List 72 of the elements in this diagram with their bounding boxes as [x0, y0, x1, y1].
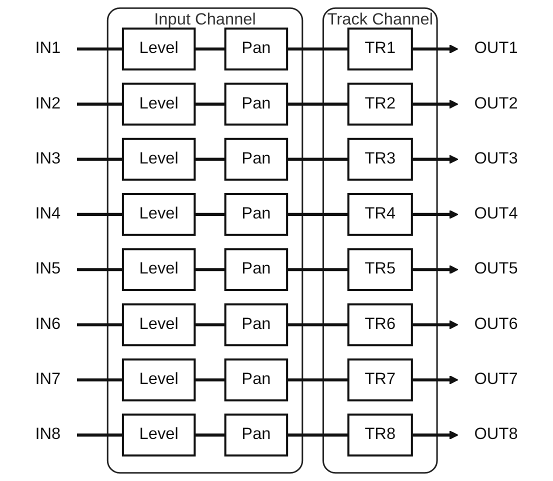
connector [287, 323, 348, 326]
connector [77, 378, 123, 382]
node-text: IN3 [35, 150, 61, 168]
node-box: TR2 [347, 82, 413, 126]
node-box: Level [122, 28, 196, 70]
connector [194, 102, 226, 106]
node-box: Pan [224, 138, 288, 181]
connector [77, 434, 123, 437]
node-box: Pan [224, 82, 288, 126]
node-box: Level [122, 358, 196, 402]
node-box: Level [122, 414, 196, 456]
node-text: OUT1 [474, 40, 518, 58]
connector [194, 378, 226, 382]
node-box: Pan [224, 193, 288, 236]
node-box: TR4 [347, 193, 413, 236]
node-text: IN4 [35, 205, 61, 223]
connector [77, 212, 123, 216]
connector [287, 102, 348, 106]
arrow [412, 100, 458, 109]
connector [77, 102, 123, 106]
arrow [412, 210, 458, 219]
node-text: OUT5 [474, 260, 518, 278]
connector [194, 212, 226, 216]
connector [287, 434, 348, 437]
connector [194, 268, 226, 272]
connector [287, 158, 348, 161]
node-text: OUT4 [474, 205, 518, 223]
node-box: Pan [224, 28, 288, 70]
node-text: IN6 [35, 316, 61, 333]
connector [77, 47, 123, 51]
node-box: TR5 [347, 248, 413, 292]
connector [77, 158, 123, 161]
connector [77, 323, 123, 326]
connector [77, 268, 123, 272]
arrow [412, 430, 458, 440]
node-text: IN8 [35, 426, 61, 444]
node-box: Level [122, 193, 196, 236]
node-box: TR8 [347, 414, 413, 456]
node-text: OUT7 [474, 370, 518, 388]
node-box: Level [122, 82, 196, 126]
node-text: IN7 [35, 370, 61, 388]
node-box: TR7 [347, 358, 413, 402]
node-box: TR1 [347, 28, 413, 70]
node-text: IN2 [35, 94, 61, 112]
node-box: Pan [224, 358, 288, 402]
connector [287, 268, 348, 272]
arrow [412, 154, 458, 164]
arrow [412, 375, 458, 384]
node-box: TR3 [347, 138, 413, 181]
node-box: Level [122, 138, 196, 181]
node-text: IN5 [35, 260, 61, 278]
connector [194, 323, 226, 326]
node-text: OUT6 [474, 316, 518, 333]
connector [287, 378, 348, 382]
node-box: TR6 [347, 303, 413, 346]
connector [194, 47, 226, 51]
connector [194, 434, 226, 437]
node-box: Level [122, 248, 196, 292]
node-box: Level [122, 303, 196, 346]
arrow [412, 320, 458, 330]
connector [287, 47, 348, 51]
node-box: Pan [224, 303, 288, 346]
node-text: OUT8 [474, 426, 518, 444]
arrow [412, 265, 458, 274]
arrow [412, 44, 458, 54]
connector [194, 158, 226, 161]
node-box: Pan [224, 414, 288, 456]
node-text: IN1 [35, 40, 61, 58]
connector [287, 212, 348, 216]
node-box: Pan [224, 248, 288, 292]
node-text: OUT3 [474, 150, 518, 168]
node-text: OUT2 [474, 94, 518, 112]
